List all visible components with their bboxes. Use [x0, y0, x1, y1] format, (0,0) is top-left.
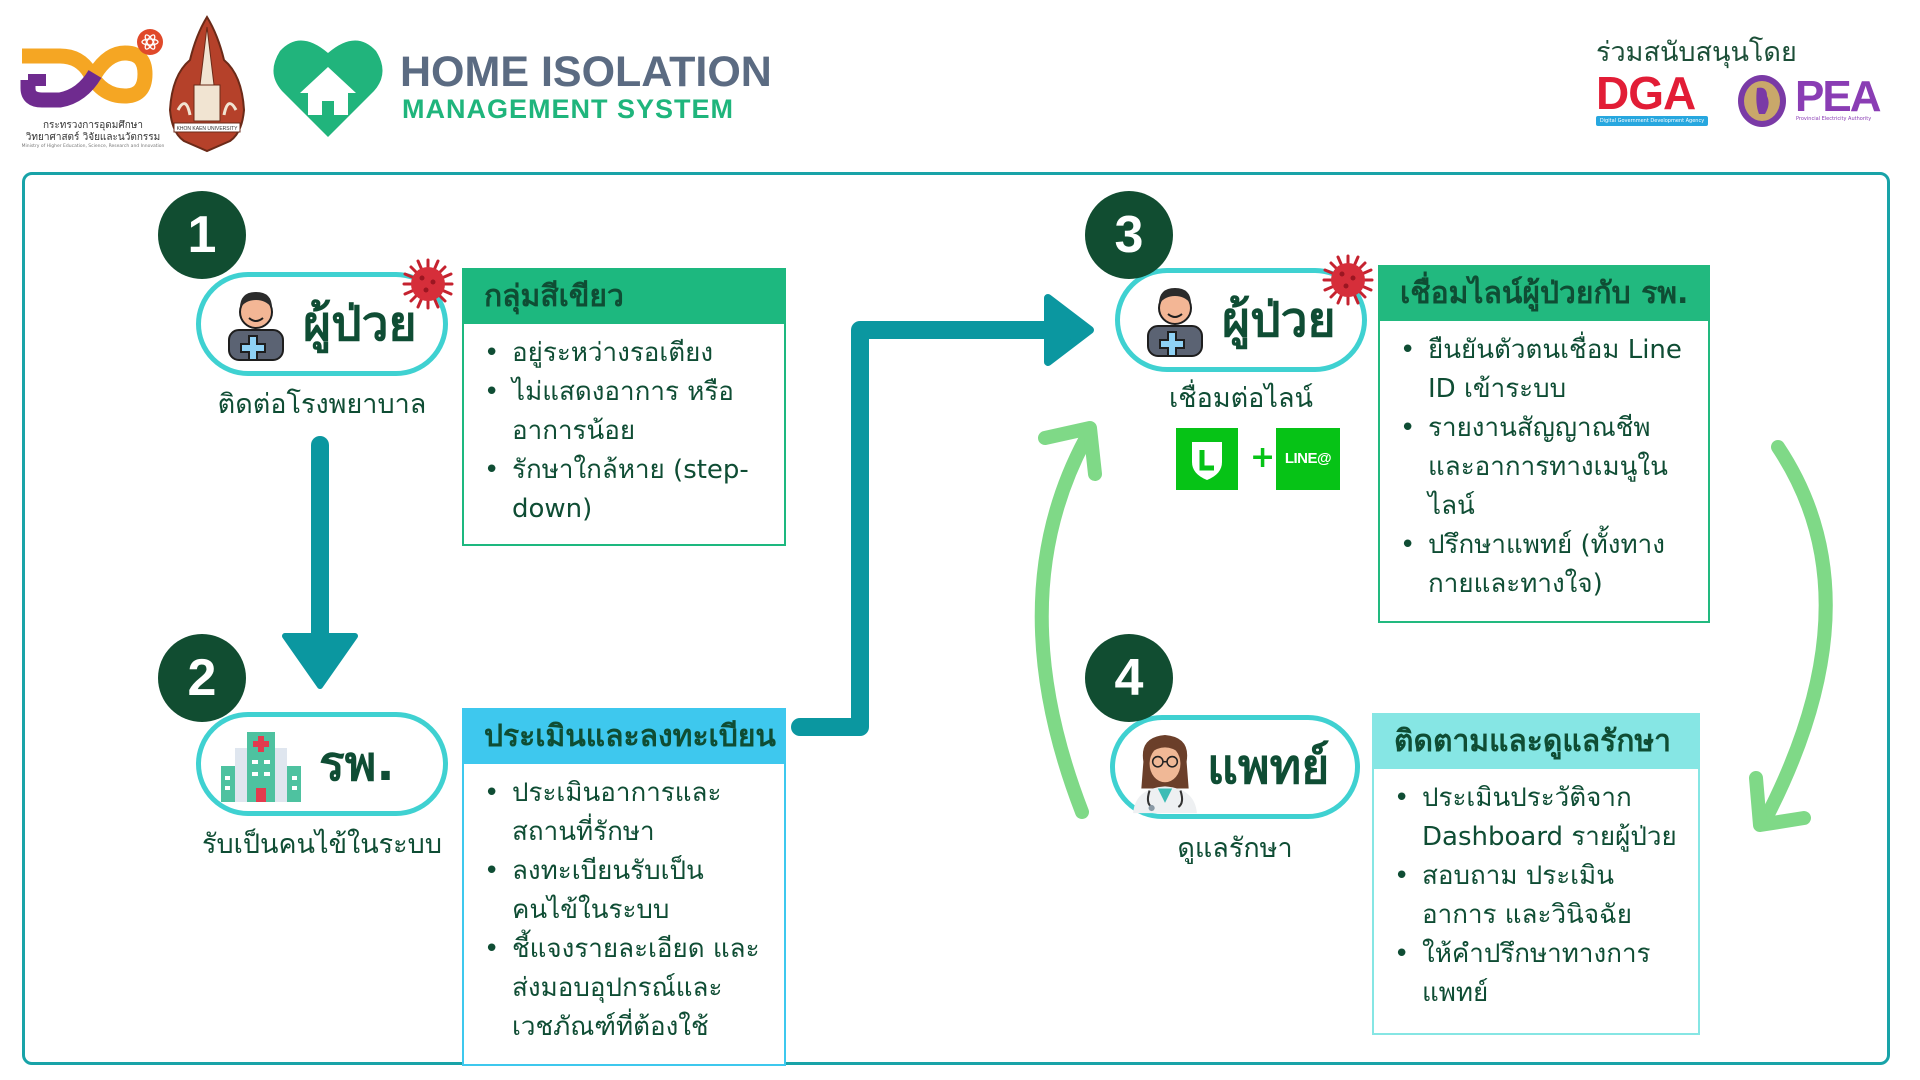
step-1-info-box: กลุ่มสีเขียว อยู่ระหว่างรอเตียง ไม่แสดงอ… [462, 268, 786, 546]
step-3-box-title: เชื่อมไลน์ผู้ป่วยกับ รพ. [1380, 267, 1708, 321]
step-2-box-item: ประเมินอาการและ สถานที่รักษา [484, 774, 774, 852]
step-2-badge: 2 [158, 634, 246, 722]
kku-logo-text: KHON KAEN UNIVERSITY [177, 126, 239, 132]
ministry-name: กระทรวงการอุดมศึกษา วิทยาศาสตร์ วิจัยและ… [18, 120, 168, 150]
elbow-arrow-icon [791, 294, 1094, 736]
ministry-name-line2: วิทยาศาสตร์ วิจัยและนวัตกรรม [25, 132, 161, 143]
step-4-actor-pill: แพทย์ [1110, 715, 1360, 819]
step-2-box-item: ชี้แจงรายละเอียด และ ส่งมอบอุปกรณ์และ เว… [484, 930, 774, 1047]
step-2-box-title: ประเมินและลงทะเบียน [464, 710, 784, 764]
heart-house-icon [273, 40, 383, 138]
step-1-box-item: ไม่แสดงอาการ หรือ อาการน้อย [484, 373, 774, 451]
pea-tagline: Provincial Electricity Authority [1796, 116, 1872, 122]
app-logo [272, 35, 384, 139]
step-1-caption: ติดต่อโรงพยาบาล [217, 389, 427, 420]
patient-icon [228, 292, 284, 361]
step-4-box-item: ให้คำปรึกษาทางการ แพทย์ [1394, 935, 1688, 1013]
virus-icon [1322, 254, 1374, 306]
step-1-actor-label: ผู้ป่วย [303, 296, 417, 352]
step-4-actor-label: แพทย์ [1207, 739, 1330, 795]
step-3-caption: เชื่อมต่อไลน์ [1169, 383, 1313, 414]
step-2-info-box: ประเมินและลงทะเบียน ประเมินอาการและ สถาน… [462, 708, 786, 1066]
step-2-actor-pill: รพ. [196, 712, 448, 816]
kku-logo: KHON KAEN UNIVERSITY [168, 15, 246, 153]
step-4-box-item: สอบถาม ประเมิน อาการ และวินิจฉัย [1394, 857, 1688, 935]
supporters-label: ร่วมสนับสนุนโดย [1596, 37, 1797, 68]
dga-logo: DGA [1596, 67, 1696, 119]
step-2-actor-label: รพ. [319, 736, 395, 792]
cycle-arrow-up-icon [1034, 421, 1102, 819]
line-official-icon [1176, 428, 1238, 490]
plus-sign: + [1250, 440, 1276, 475]
step-4-box-item: ประเมินประวัติจาก Dashboard รายผู้ป่วย [1394, 779, 1688, 857]
step-4-box-title: ติดตามและดูแลรักษา [1374, 715, 1698, 769]
dga-tagline: Digital Government Development Agency [1596, 116, 1708, 126]
step-3-actor-pill: ผู้ป่วย [1115, 268, 1367, 372]
ministry-name-english: Ministry of Higher Education, Science, R… [21, 144, 165, 149]
down-arrow-icon [282, 436, 358, 689]
step-1-box-title: กลุ่มสีเขียว [464, 270, 784, 324]
pea-seal-icon [1737, 74, 1787, 128]
step-4-info-box: ติดตามและดูแลรักษา ประเมินประวัติจาก Das… [1372, 713, 1700, 1035]
step-2-caption: รับเป็นคนไข้ในระบบ [202, 829, 442, 860]
ministry-logo [20, 28, 165, 153]
step-4-caption: ดูแลรักษา [1177, 833, 1293, 864]
step-3-actor-label: ผู้ป่วย [1222, 292, 1336, 348]
app-title: HOME ISOLATION [400, 48, 772, 96]
step-3-info-box: เชื่อมไลน์ผู้ป่วยกับ รพ. ยืนยันตัวตนเชื่… [1378, 265, 1710, 623]
line-at-icon: LINE@ [1276, 428, 1340, 490]
flow-frame [22, 172, 1890, 1065]
patient-icon [1147, 288, 1203, 357]
step-3-box-item: รายงานสัญญาณชีพ และอาการทางเมนูใน ไลน์ [1400, 409, 1698, 526]
step-3-badge: 3 [1085, 191, 1173, 279]
cycle-arrow-down-icon [1749, 440, 1833, 832]
khon-kaen-university-seal-icon: KHON KAEN UNIVERSITY [168, 15, 246, 153]
step-3-box-item: ยืนยันตัวตนเชื่อม Line ID เข้าระบบ [1400, 331, 1698, 409]
step-1-box-item: อยู่ระหว่างรอเตียง [484, 334, 774, 373]
step-2-box-item: ลงทะเบียนรับเป็น คนไข้ในระบบ [484, 852, 774, 930]
step-1-box-item: รักษาใกล้หาย (step-down) [484, 451, 774, 529]
step-1-badge: 1 [158, 191, 246, 279]
app-subtitle: MANAGEMENT SYSTEM [402, 94, 735, 124]
hospital-icon [221, 732, 301, 802]
doctor-icon [1133, 734, 1197, 814]
virus-icon [402, 258, 454, 310]
step-4-badge: 4 [1085, 634, 1173, 722]
ministry-name-line1: กระทรวงการอุดมศึกษา [43, 120, 143, 131]
pea-logo: PEA [1795, 72, 1881, 121]
mhesi-logo-icon [20, 29, 163, 108]
line-apps: + LINE@ [1176, 428, 1342, 490]
step-1-actor-pill: ผู้ป่วย [196, 272, 448, 376]
step-3-box-item: ปรึกษาแพทย์ (ทั้งทาง กายและทางใจ) [1400, 526, 1698, 604]
